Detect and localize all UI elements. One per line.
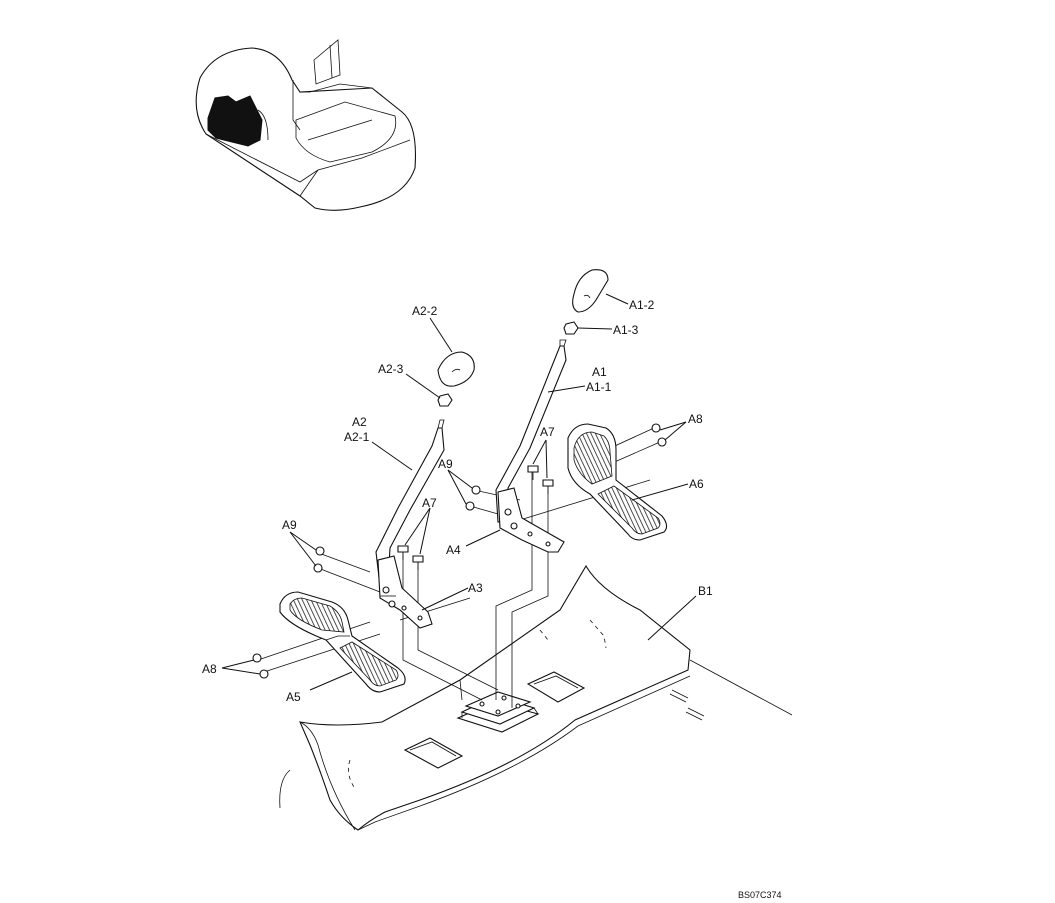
label-a2-1: A2-1 — [344, 430, 370, 444]
label-a2: A2 — [352, 415, 367, 429]
label-a1: A1 — [592, 365, 607, 379]
label-a3: A3 — [468, 581, 483, 595]
bolts-a7 — [397, 465, 554, 570]
highlight-area — [207, 95, 263, 147]
drawing-code: BS07C374 — [738, 890, 782, 900]
pedal-a5 — [279, 591, 406, 693]
label-a5: A5 — [286, 690, 301, 704]
label-a8-right: A8 — [688, 412, 703, 426]
label-a1-2: A1-2 — [629, 298, 655, 312]
lever-a1 — [495, 269, 609, 553]
pedal-a6 — [567, 423, 668, 541]
label-a2-2: A2-2 — [412, 304, 438, 318]
label-a8-left: A8 — [202, 662, 217, 676]
lever-a2 — [375, 351, 475, 629]
label-a9-left: A9 — [282, 518, 297, 532]
screws-a8-a9 — [252, 423, 667, 679]
label-a1-3: A1-3 — [613, 323, 639, 337]
label-a1-1: A1-1 — [586, 380, 612, 394]
leader-lines — [221, 293, 697, 691]
floor-plate-b1 — [279, 564, 793, 831]
label-a2-3: A2-3 — [378, 362, 404, 376]
label-a6: A6 — [689, 477, 704, 491]
label-b1: B1 — [698, 584, 713, 598]
label-a9-right: A9 — [438, 457, 453, 471]
label-a4: A4 — [446, 543, 461, 557]
locator-thumbnail — [195, 39, 417, 211]
label-a7-right: A7 — [540, 425, 555, 439]
label-a7-left: A7 — [422, 496, 437, 510]
